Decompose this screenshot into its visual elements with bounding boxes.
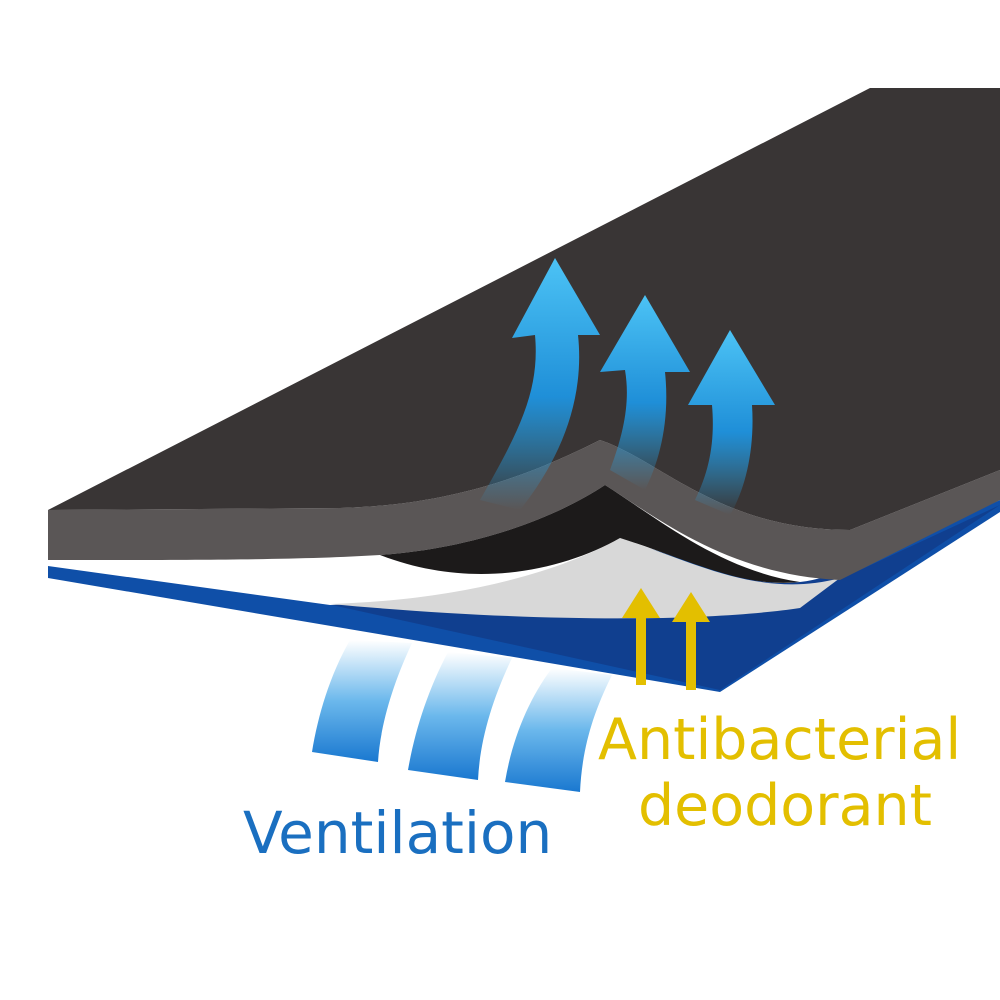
top-layer-surface [48, 88, 1000, 530]
air-flow-arrow-icon [480, 258, 775, 515]
gray-peeled-layer [330, 538, 840, 619]
top-layer-edge [48, 440, 1000, 580]
ventilation-label: Ventilation [243, 799, 553, 867]
ventilation-stream-icon [312, 640, 612, 792]
peel-inner [380, 485, 800, 583]
antibacterial-arrow-icon [622, 588, 710, 690]
deodorant-label: deodorant [638, 773, 933, 839]
antibacterial-label: Antibacterial [598, 707, 962, 773]
